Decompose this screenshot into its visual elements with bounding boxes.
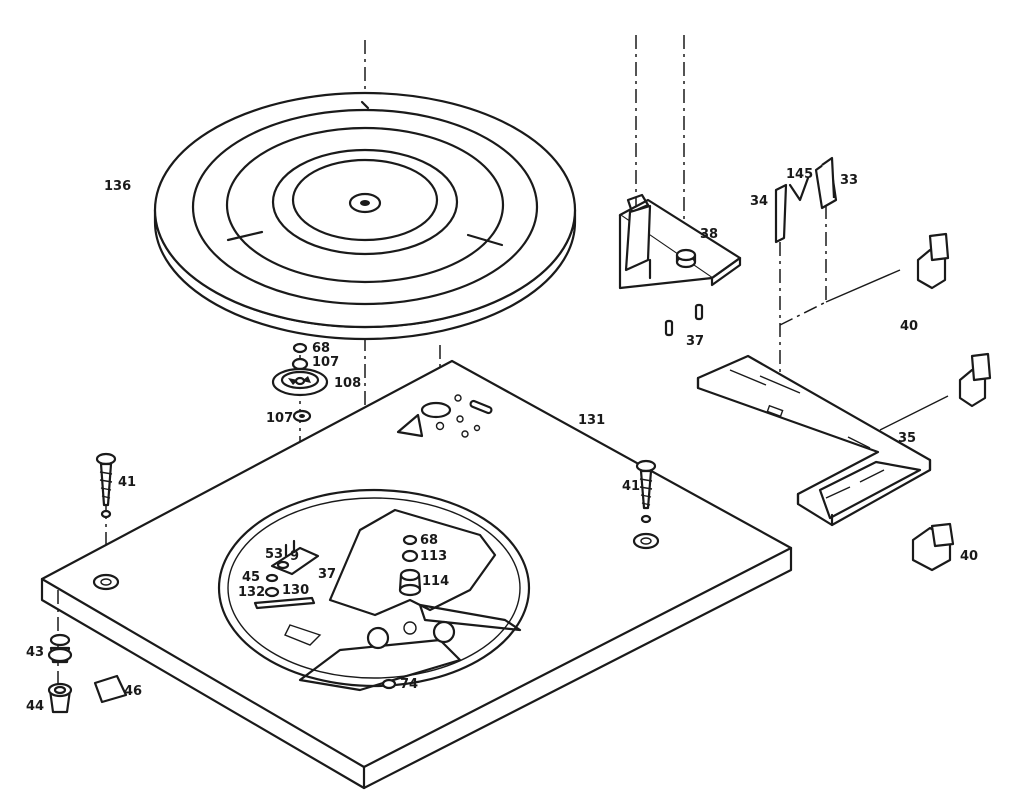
label-74: 74 xyxy=(400,677,418,692)
label-132: 132 xyxy=(238,585,265,600)
label-108: 108 xyxy=(334,376,361,391)
turntable-platter xyxy=(153,91,577,341)
label-40-upper: 40 xyxy=(900,319,918,334)
label-114: 114 xyxy=(422,574,449,589)
knobs xyxy=(911,232,992,572)
speed-shifter xyxy=(253,539,320,610)
label-37-base: 37 xyxy=(686,334,704,349)
label-131: 131 xyxy=(578,413,605,428)
idler-assembly xyxy=(271,342,329,423)
levers xyxy=(774,156,838,244)
label-9: 9 xyxy=(290,549,299,564)
label-136: 136 xyxy=(104,179,131,194)
label-145: 145 xyxy=(786,167,813,182)
label-107-lower: 107 xyxy=(266,411,293,426)
label-43: 43 xyxy=(26,645,44,660)
label-37-shifter: 37 xyxy=(318,567,336,582)
label-44: 44 xyxy=(26,699,44,714)
label-107-upper: 107 xyxy=(312,355,339,370)
label-130: 130 xyxy=(282,583,309,598)
label-34: 34 xyxy=(750,194,768,209)
label-35: 35 xyxy=(898,431,916,446)
chassis-plate xyxy=(40,359,793,790)
control-frame xyxy=(696,269,949,527)
label-68-top: 68 xyxy=(312,341,330,356)
feet-grommets xyxy=(47,633,397,714)
motor-assembly xyxy=(398,534,422,597)
label-41-right: 41 xyxy=(622,479,640,494)
label-113: 113 xyxy=(420,549,447,564)
part-labels: 136 68 107 108 107 131 41 41 68 113 114 … xyxy=(26,167,978,714)
mounting-screws xyxy=(95,452,657,524)
label-38: 38 xyxy=(700,227,718,242)
label-41-left: 41 xyxy=(118,475,136,490)
tonearm-base xyxy=(618,193,742,337)
label-53: 53 xyxy=(265,547,283,562)
label-46: 46 xyxy=(124,684,142,699)
label-45: 45 xyxy=(242,570,260,585)
label-68-motor: 68 xyxy=(420,533,438,548)
label-40-lower: 40 xyxy=(960,549,978,564)
label-33: 33 xyxy=(840,173,858,188)
